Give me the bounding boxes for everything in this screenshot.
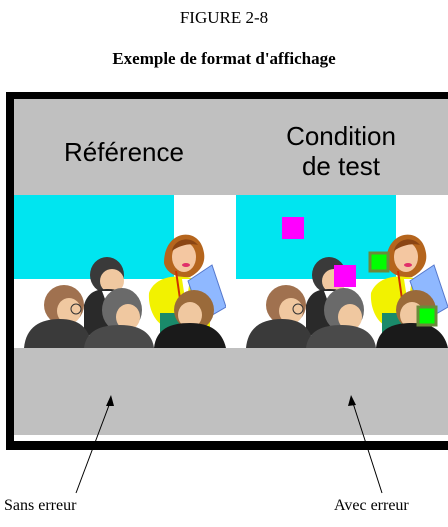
pointer-line-left: [75, 399, 112, 494]
pointer-line-right: [351, 399, 383, 494]
error-block-magenta-2: [334, 265, 356, 287]
error-block-green-1: [368, 251, 390, 273]
display-frame: Référence Condition de test: [6, 92, 448, 450]
top-gray-band: [14, 99, 448, 195]
error-block-magenta-1: [282, 217, 304, 239]
caption-without-error: Sans erreur: [4, 497, 77, 514]
test-condition-image: [236, 195, 448, 348]
pointer-arrowhead-left: [106, 395, 114, 406]
bottom-gray-band: [14, 348, 448, 435]
error-block-green-2: [416, 305, 438, 327]
reference-image: [14, 195, 226, 348]
panel-divider: [226, 195, 236, 348]
pointer-arrowhead-right: [348, 395, 356, 406]
figure-number: FIGURE 2-8: [179, 8, 269, 27]
display-area: Référence Condition de test: [14, 99, 448, 441]
reference-label: Référence: [64, 137, 184, 167]
caption-with-error: Avec erreur: [334, 497, 409, 514]
figure-title: Exemple de format d'affichage: [112, 49, 336, 68]
test-condition-label: Condition de test: [286, 121, 396, 181]
